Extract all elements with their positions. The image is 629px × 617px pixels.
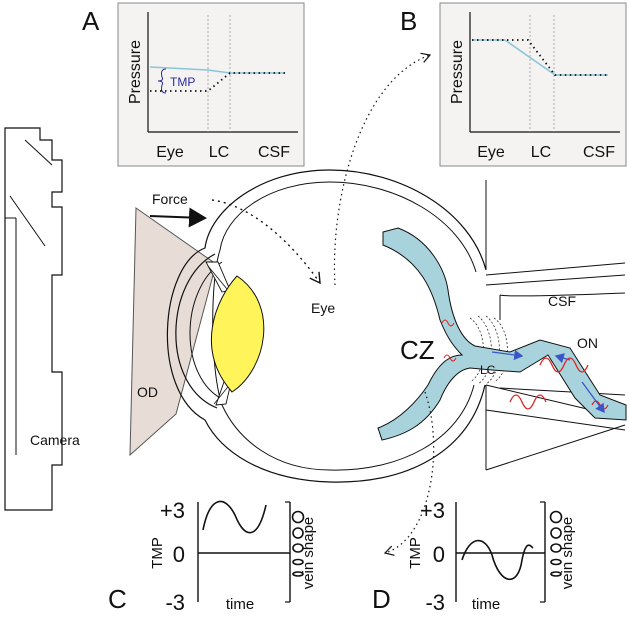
panel-a-xtick-lc: LC	[209, 144, 229, 161]
retinal-vessel	[377, 227, 627, 441]
panel-a-letter: A	[82, 6, 100, 36]
on-label: ON	[577, 335, 598, 351]
panel-c-right-label: vein shape	[300, 517, 317, 590]
panel-d-ylabel: TMP	[407, 537, 424, 569]
panel-a-xtick-eye: Eye	[156, 144, 184, 161]
vein-shape-icons-d	[549, 510, 563, 577]
vein-shape-icons-c	[291, 510, 305, 577]
panel-d-ytick-top: +3	[420, 498, 445, 523]
od-label: OD	[137, 384, 158, 400]
panel-a-ylabel: Pressure	[127, 40, 144, 104]
lc-label: LC	[480, 363, 496, 377]
panel-d-letter: D	[372, 584, 391, 614]
panel-d-ytick-mid: 0	[433, 542, 445, 567]
panel-d-ytick-bot: -3	[425, 590, 445, 615]
panel-d-xlabel: time	[472, 596, 500, 613]
flow-waves	[441, 319, 609, 414]
panel-c-xlabel: time	[226, 596, 254, 613]
panel-c-letter: C	[108, 584, 127, 614]
panel-c: C +3 0 -3 TMP time vein shape	[108, 498, 317, 615]
panel-c-ytick-mid: 0	[173, 542, 185, 567]
csf-label: CSF	[548, 293, 576, 309]
panel-b-letter: B	[400, 6, 417, 36]
cz-label: CZ	[400, 335, 435, 365]
force-label: Force	[152, 191, 188, 207]
panel-c-ytick-top: +3	[160, 498, 185, 523]
panel-d-right-label: vein shape	[559, 517, 576, 590]
tmp-annotation: TMP	[170, 75, 195, 89]
panel-c-ytick-bot: -3	[165, 590, 185, 615]
od-prism: OD	[129, 207, 217, 457]
panel-b-xtick-lc: LC	[531, 144, 551, 161]
panel-b-ylabel: Pressure	[449, 40, 466, 104]
panel-a: A TMP Pressure Eye LC CSF	[82, 2, 305, 167]
panel-c-ylabel: TMP	[149, 537, 166, 569]
panel-b: B Pressure Eye LC CSF	[400, 2, 627, 167]
force-indicator: Force	[149, 191, 321, 285]
panel-b-xtick-eye: Eye	[477, 144, 505, 161]
panel-a-xtick-csf: CSF	[258, 144, 290, 161]
optic-nerve	[469, 180, 626, 471]
eye-label: Eye	[311, 300, 335, 316]
camera-label: Camera	[30, 432, 80, 448]
panel-b-xtick-csf: CSF	[583, 144, 615, 161]
panel-d: D +3 0 -3 TMP time vein shape	[372, 498, 576, 615]
camera-body: Camera	[4, 127, 80, 511]
lens	[210, 275, 265, 393]
